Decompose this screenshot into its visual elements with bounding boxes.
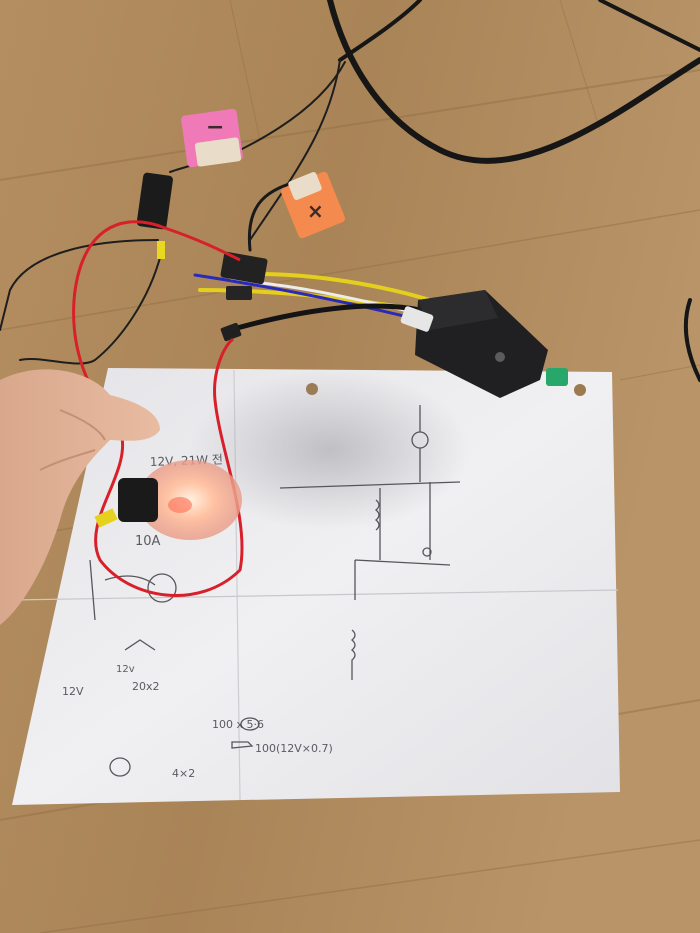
negative-tape-label: − <box>181 108 243 168</box>
note-relay: 100(12V×0.7) <box>255 742 333 755</box>
note-calc: 100 x 5·6 <box>212 718 264 731</box>
relay-module <box>400 290 568 398</box>
positive-sign: × <box>307 199 324 223</box>
note-div: 12v <box>116 664 135 675</box>
positive-tape-label: × <box>280 171 346 239</box>
red-wire-lead <box>164 226 241 262</box>
paper-hole-right <box>574 384 586 396</box>
paper-fold-horizontal <box>11 589 619 601</box>
glowing-bulb <box>94 460 242 540</box>
hand <box>0 369 160 625</box>
black-power-cords <box>327 0 700 382</box>
note-bottom: 4×2 <box>172 767 195 780</box>
negative-sign: − <box>206 115 224 140</box>
pencil-circuit-diagram <box>89 405 461 777</box>
wire-connectors <box>136 172 268 342</box>
note-amp: 10A <box>135 534 161 549</box>
note-sum: 20x2 <box>132 680 160 693</box>
red-wire <box>72 220 244 597</box>
note-12v: 12V <box>62 685 84 698</box>
pencil-smudge <box>190 370 470 530</box>
